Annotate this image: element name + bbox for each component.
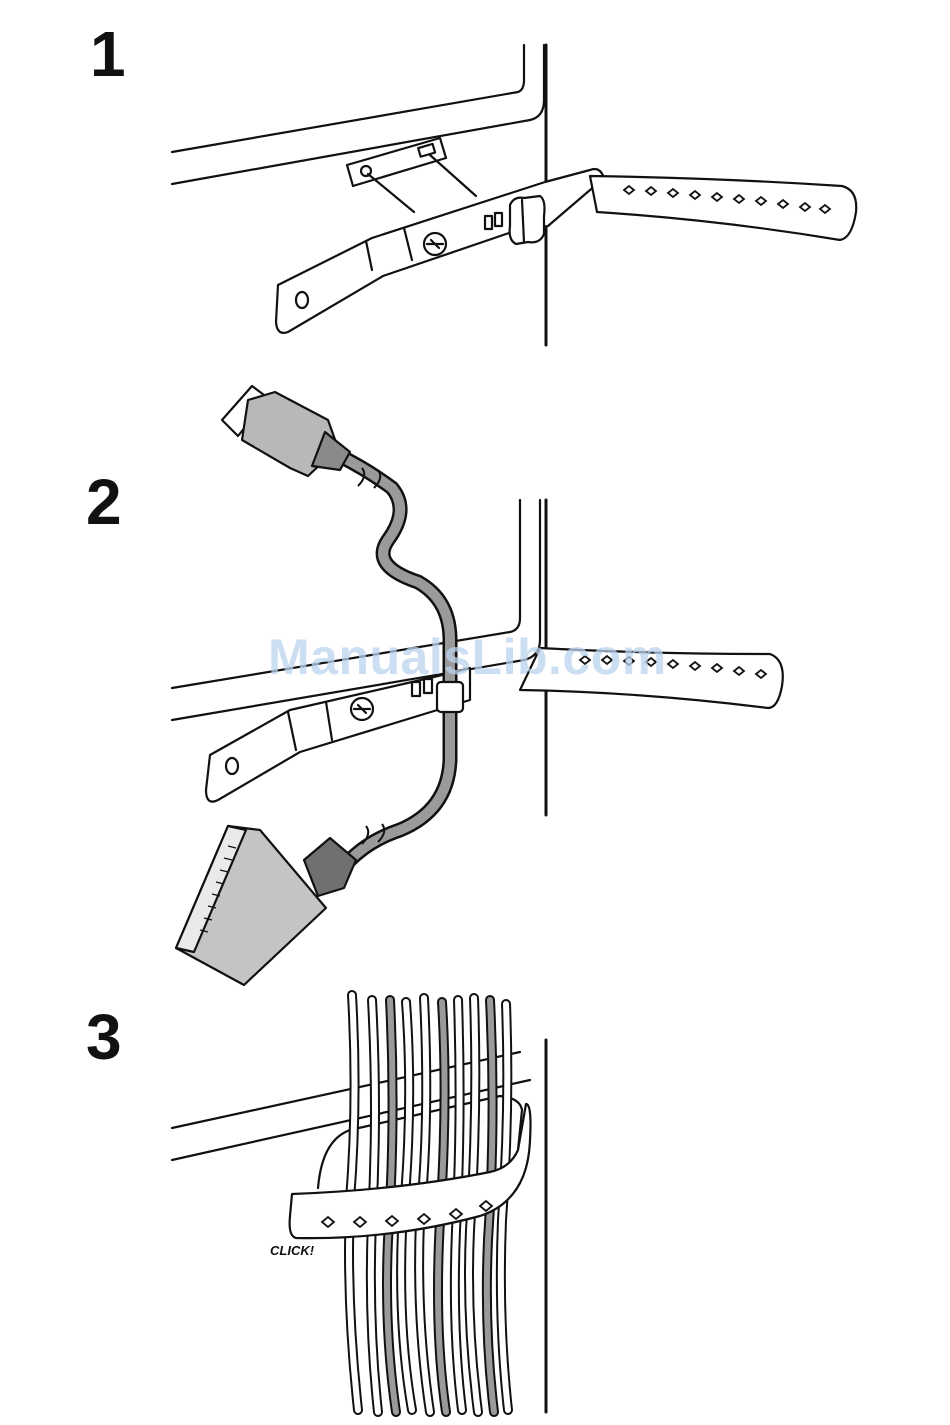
click-label: CLICK! bbox=[270, 1243, 315, 1258]
step-3-illustration: CLICK! bbox=[0, 985, 950, 1425]
watermark-text: ManualsLib.com bbox=[268, 628, 667, 686]
step-1-illustration bbox=[0, 0, 950, 360]
